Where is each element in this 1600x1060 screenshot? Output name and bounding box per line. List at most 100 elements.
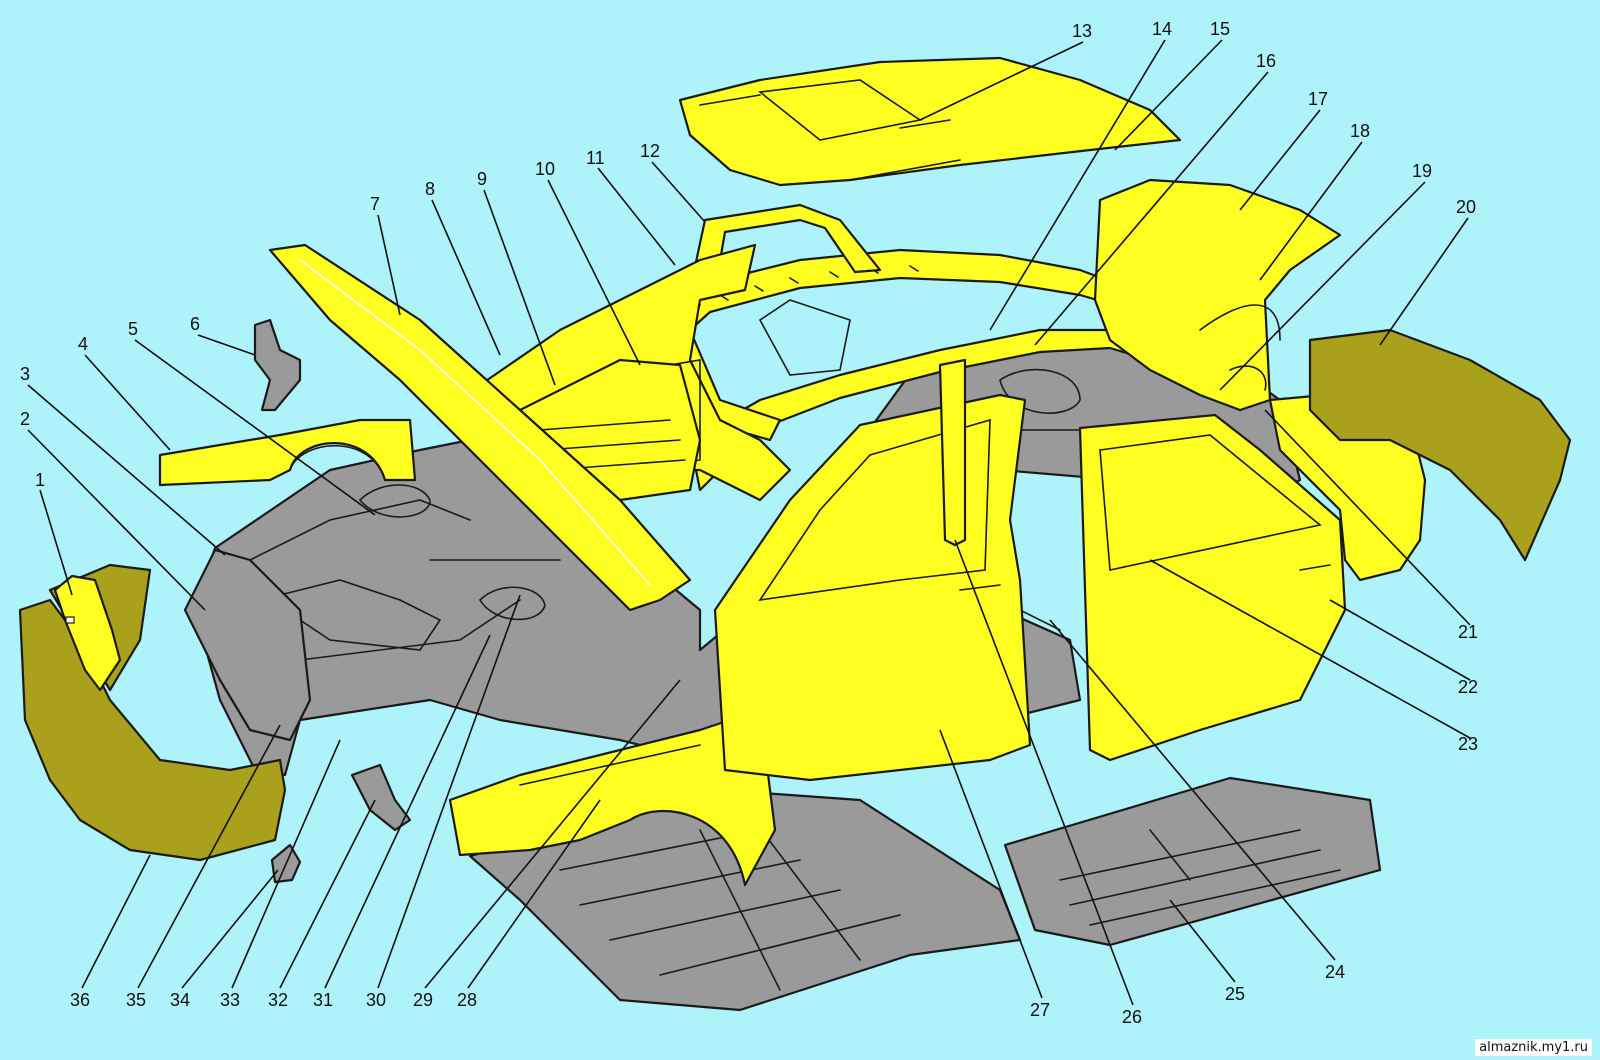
rear-door-handle <box>1299 564 1331 571</box>
callout-number-25: 25 <box>1225 984 1245 1004</box>
leader-20 <box>1379 217 1469 346</box>
front-fender-left-wheel-arch <box>289 445 386 481</box>
callout-number-26: 26 <box>1122 1007 1142 1027</box>
leader-27 <box>939 729 1043 999</box>
roof-panel <box>678 56 1182 187</box>
lower-bracket-b <box>350 763 412 832</box>
leader-31 <box>324 634 491 989</box>
rear-bumper <box>1308 328 1572 562</box>
callout-number-35: 35 <box>126 990 146 1010</box>
callout-number-28: 28 <box>457 990 477 1010</box>
hood <box>268 243 692 612</box>
trunk-lid-inner <box>1199 304 1281 391</box>
leader-3 <box>27 384 226 556</box>
callout-number-27: 27 <box>1030 1000 1050 1020</box>
leader-33 <box>231 739 341 989</box>
leader-35 <box>137 724 281 989</box>
leader-1 <box>39 489 73 596</box>
engine-bay-details <box>199 484 561 701</box>
mounting-bracket <box>253 318 302 412</box>
leader-14 <box>989 39 1166 331</box>
hood-edge <box>299 259 651 586</box>
b-pillar <box>938 358 967 547</box>
callout-number-20: 20 <box>1456 197 1476 217</box>
leader-7 <box>377 214 401 316</box>
callout-number-17: 17 <box>1308 89 1328 109</box>
windshield-frame <box>688 203 882 292</box>
leader-18 <box>1259 141 1363 281</box>
leader-19 <box>1219 181 1426 391</box>
callout-number-34: 34 <box>170 990 190 1010</box>
leader-32 <box>279 799 376 989</box>
callout-number-22: 22 <box>1458 677 1478 697</box>
leader-30 <box>377 594 521 989</box>
front-floor-ribs <box>559 814 901 991</box>
callout-number-5: 5 <box>128 319 138 339</box>
callout-number-15: 15 <box>1210 19 1230 39</box>
leader-28 <box>467 799 601 989</box>
callout-numbers: 1 2 3 4 5 6 7 8 9 10 11 12 13 14 15 16 1… <box>20 19 1478 1027</box>
callout-number-12: 12 <box>640 141 660 161</box>
callout-number-4: 4 <box>78 334 88 354</box>
leader-26 <box>954 539 1134 1006</box>
rear-door <box>1078 413 1347 762</box>
leader-4 <box>84 354 171 451</box>
leader-8 <box>431 199 501 356</box>
leader-23 <box>1149 559 1471 739</box>
rear-door-window <box>1099 434 1322 571</box>
callout-number-9: 9 <box>477 169 487 189</box>
leader-16 <box>1034 71 1269 346</box>
callout-number-11: 11 <box>586 148 605 168</box>
leader-24 <box>1049 619 1336 961</box>
leader-6 <box>197 334 256 356</box>
callout-number-30: 30 <box>366 990 386 1010</box>
callout-number-19: 19 <box>1412 161 1432 181</box>
front-door-window <box>758 418 991 602</box>
front-door-handle <box>959 584 1001 591</box>
leader-13 <box>919 41 1084 121</box>
callout-number-10: 10 <box>535 159 555 179</box>
rear-floor-ribs <box>1059 829 1341 926</box>
callout-number-33: 33 <box>220 990 240 1010</box>
callout-number-2: 2 <box>20 409 30 429</box>
radiator-support <box>183 548 312 742</box>
leader-2 <box>27 429 206 611</box>
leader-12 <box>651 161 706 223</box>
leader-10 <box>547 179 641 366</box>
callout-number-6: 6 <box>190 314 200 334</box>
callout-number-29: 29 <box>413 990 433 1010</box>
callout-number-1: 1 <box>35 470 45 490</box>
callout-number-16: 16 <box>1256 51 1276 71</box>
callout-number-31: 31 <box>313 990 333 1010</box>
rear-floor-panel <box>1003 776 1382 947</box>
leader-17 <box>1239 109 1321 211</box>
callout-number-23: 23 <box>1458 734 1478 754</box>
leader-21 <box>1264 409 1471 626</box>
bumper-support <box>53 574 122 692</box>
callout-number-21: 21 <box>1458 622 1478 642</box>
callout-number-14: 14 <box>1152 19 1172 39</box>
callout-number-36: 36 <box>70 990 90 1010</box>
callout-number-18: 18 <box>1350 121 1370 141</box>
leader-25 <box>1169 899 1236 983</box>
leader-34 <box>181 869 279 989</box>
leader-22 <box>1329 599 1471 681</box>
callout-number-24: 24 <box>1325 962 1345 982</box>
watermark-credit: almaznik.my1.ru <box>1475 1039 1592 1056</box>
bumper-support-slot <box>65 616 75 624</box>
leader-11 <box>597 167 676 266</box>
leader-15 <box>1114 39 1223 151</box>
leader-29 <box>424 679 681 989</box>
callout-leader-lines <box>27 39 1471 1006</box>
callout-number-7: 7 <box>370 194 380 214</box>
callout-number-3: 3 <box>20 364 30 384</box>
leader-36 <box>81 854 151 989</box>
front-floor-panel <box>468 788 1022 1012</box>
callout-number-13: 13 <box>1072 21 1092 41</box>
trunk-lid <box>1093 178 1342 412</box>
callout-number-8: 8 <box>425 179 435 199</box>
callout-number-32: 32 <box>268 990 288 1010</box>
leader-5 <box>134 339 376 516</box>
leader-9 <box>483 189 556 386</box>
